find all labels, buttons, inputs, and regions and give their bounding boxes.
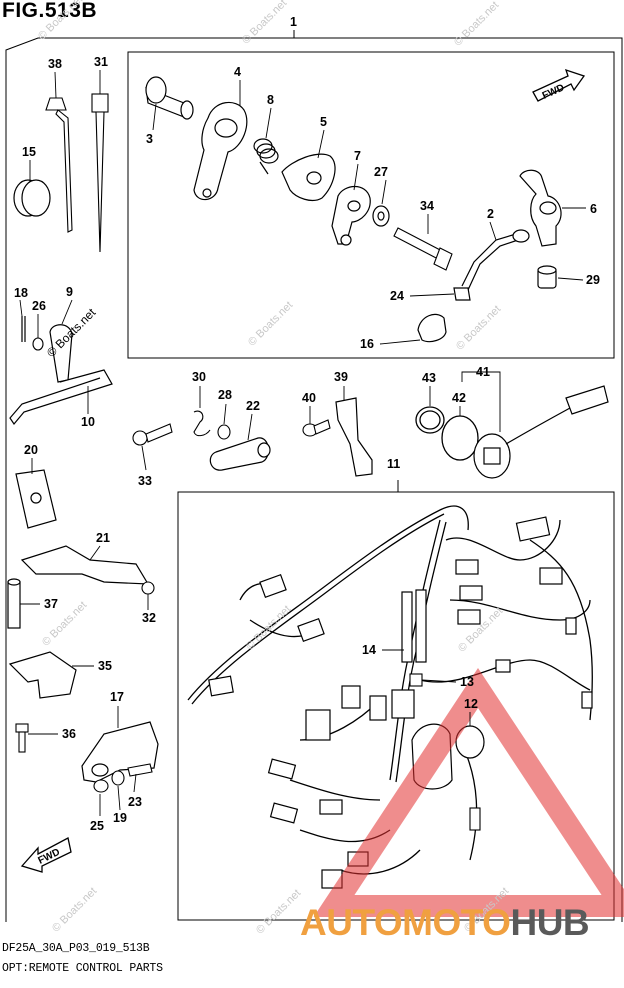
part-41-connector-lead (473, 385, 609, 479)
part-26-washer (32, 337, 44, 351)
callout-22: 22 (246, 399, 260, 413)
callout-10: 10 (81, 415, 95, 429)
part-21-bracket (20, 545, 150, 585)
part-13-clamp (409, 673, 423, 687)
callout-42: 42 (452, 391, 466, 405)
callout-4: 4 (234, 65, 241, 79)
callout-36: 36 (62, 727, 76, 741)
callout-43: 43 (422, 371, 436, 385)
callout-28: 28 (218, 388, 232, 402)
svg-text:FWD: FWD (36, 847, 61, 867)
part-4-lever (193, 101, 248, 201)
part-6-arm (519, 169, 562, 247)
part-24-nut (453, 287, 471, 301)
callout-27: 27 (374, 165, 388, 179)
part-14-tube (401, 589, 427, 663)
part-22-collar (209, 437, 271, 471)
part-25-nut (93, 779, 109, 793)
harness-subassembly-frame (177, 491, 615, 921)
callout-20: 20 (24, 443, 38, 457)
part-10-link-rod (9, 324, 113, 426)
callout-11: 11 (387, 457, 400, 471)
part-8-spring (253, 138, 279, 175)
callout-39: 39 (334, 370, 348, 384)
leader-lines (19, 70, 586, 816)
footer-name: OPT:REMOTE CONTROL PARTS (2, 962, 163, 975)
part-29-collar (537, 265, 557, 289)
callout-26: 26 (32, 299, 46, 313)
callout-38: 38 (48, 57, 62, 71)
part-27-washer (372, 205, 390, 227)
fwd-arrow-icon: FWD (532, 68, 586, 102)
callout-1: 1 (290, 15, 297, 29)
callout-25: 25 (90, 819, 104, 833)
callout-8: 8 (267, 93, 274, 107)
part-28-washer (217, 424, 231, 440)
part-3-shaft (145, 76, 194, 120)
callout-34: 34 (420, 199, 434, 213)
part-42-oring (441, 415, 479, 461)
part-18-pin (21, 316, 26, 342)
callout-37: 37 (44, 597, 58, 611)
callout-23: 23 (128, 795, 142, 809)
callout-35: 35 (98, 659, 112, 673)
callout-19: 19 (113, 811, 127, 825)
callout-2: 2 (487, 207, 494, 221)
callout-9: 9 (66, 285, 73, 299)
part-33-bolt (132, 423, 173, 446)
part-39-bracket (335, 397, 373, 477)
part-35-plate (8, 651, 77, 699)
callout-21: 21 (96, 531, 110, 545)
callout-16: 16 (360, 337, 374, 351)
part-20-plate (15, 469, 57, 529)
part-31-cable-tie (91, 93, 109, 253)
callout-14: 14 (362, 643, 376, 657)
main-frame (5, 37, 623, 922)
footer-code: DF25A_30A_P03_019_513B (2, 942, 150, 955)
fwd-arrow-icon: FWD (20, 837, 72, 873)
callout-7: 7 (354, 149, 361, 163)
callout-31: 31 (94, 55, 108, 69)
callout-12: 12 (464, 697, 478, 711)
figure-title: FIG.513B (2, 0, 98, 22)
part-15-grommet (13, 179, 51, 217)
part-43-ring (415, 406, 445, 434)
callout-18: 18 (14, 286, 28, 300)
callout-32: 32 (142, 611, 156, 625)
part-37-tube (7, 578, 21, 629)
callout-24: 24 (390, 289, 404, 303)
svg-text:FWD: FWD (541, 82, 566, 101)
callout-40: 40 (302, 391, 316, 405)
automotohub-logo: AUTOMOTOHUB (300, 902, 590, 943)
part-40-bolt (302, 419, 331, 437)
callout-29: 29 (586, 273, 600, 287)
part-36-bolt (15, 723, 29, 753)
callout-33: 33 (138, 474, 152, 488)
part-16-cable-end (417, 313, 447, 343)
callout-15: 15 (22, 145, 36, 159)
upper-subassembly-frame (127, 51, 615, 359)
part-2-rod (461, 229, 530, 291)
callout-30: 30 (192, 370, 206, 384)
part-38-clip (45, 97, 73, 233)
part-5-plate (281, 153, 336, 202)
callout-6: 6 (590, 202, 597, 216)
part-30-clip (193, 410, 211, 437)
harness-terminal (469, 807, 481, 831)
part-34-bolt (393, 227, 453, 271)
harness-connector (208, 516, 593, 889)
part-19-washer (111, 770, 125, 786)
callout-17: 17 (110, 690, 124, 704)
callout-3: 3 (146, 132, 153, 146)
callout-13: 13 (460, 675, 474, 689)
watermark-triangle (313, 668, 624, 917)
callout-5: 5 (320, 115, 327, 129)
part-23-bolt (127, 763, 153, 777)
part-7-bracket (331, 185, 371, 246)
part-32-screw (141, 581, 155, 595)
